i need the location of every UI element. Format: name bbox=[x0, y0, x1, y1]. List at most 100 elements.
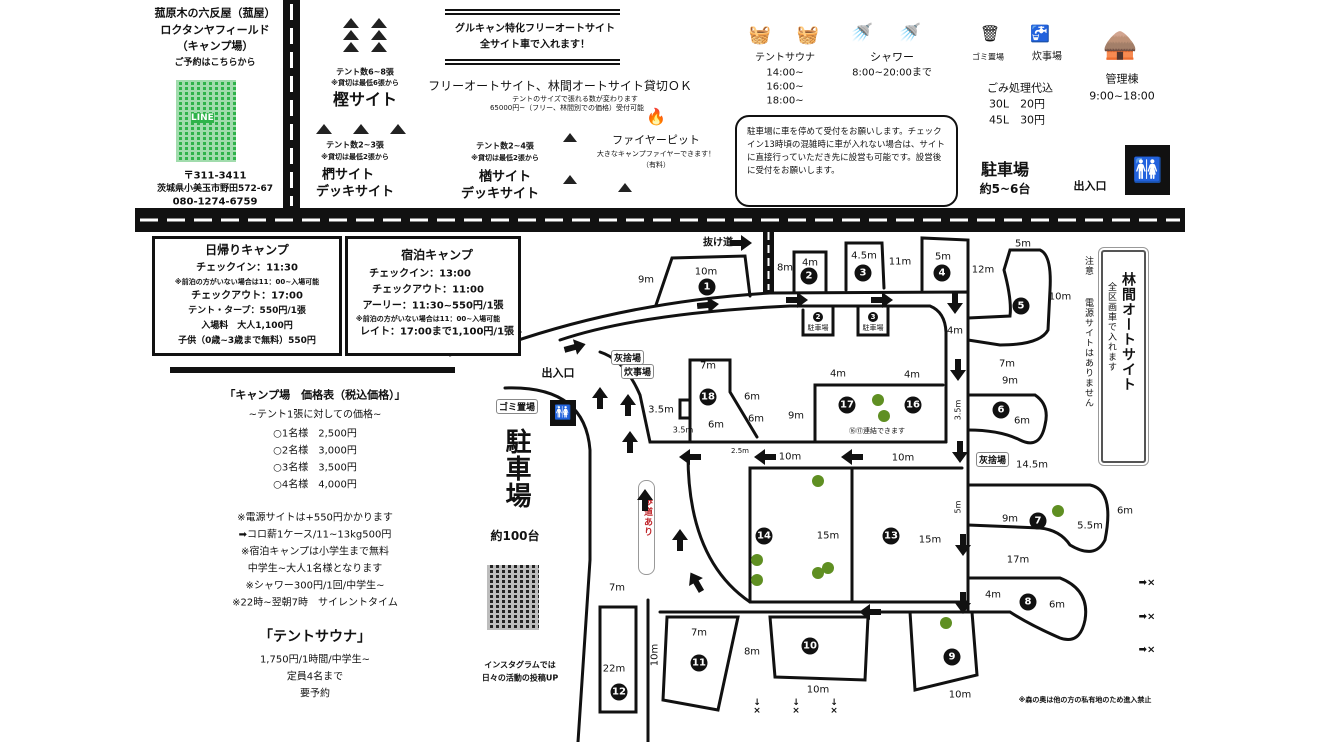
tree-icon bbox=[940, 617, 952, 629]
day-camp-title: 日帰りキャンプ bbox=[205, 243, 289, 258]
private-land-note: ※森の奥は他の方の私有地のため進入禁止 bbox=[1018, 695, 1152, 704]
site-number-16[interactable]: 16 bbox=[904, 396, 922, 414]
sauna-label: テントサウナ bbox=[755, 52, 815, 64]
dimension-label: 12m bbox=[971, 264, 995, 276]
shower-icon: 🚿 bbox=[898, 22, 922, 44]
direction-arrow-icon bbox=[679, 449, 701, 465]
dimension-label: 5.5m bbox=[1077, 520, 1103, 532]
site-number-13[interactable]: 13 bbox=[882, 527, 900, 545]
price-row: ○1名様 2,500円 bbox=[273, 428, 357, 440]
direction-arrow-icon bbox=[955, 534, 971, 556]
ash-disposal-tag: 灰捨場 bbox=[611, 350, 645, 365]
price-note: 中学生~大人1名様となります bbox=[247, 563, 383, 575]
dimension-label: 7m bbox=[690, 627, 708, 639]
dimension-label: 10m bbox=[694, 266, 718, 278]
price-note: ※シャワー300円/1回/中学生~ bbox=[245, 580, 385, 592]
no-entry-mark: ➡× bbox=[1138, 611, 1156, 623]
dimension-label: 5m bbox=[953, 500, 963, 514]
office-label: 管理棟 bbox=[1105, 72, 1139, 86]
site-number-6[interactable]: 6 bbox=[992, 401, 1010, 419]
site-number-4[interactable]: 4 bbox=[933, 264, 951, 282]
line-qr-code[interactable]: LINE bbox=[176, 80, 236, 162]
stay-note: ※前泊の方がいない場合は11：00~入場可能 bbox=[355, 314, 501, 323]
fire-pit-title: ファイヤーピット bbox=[612, 133, 700, 147]
fire-pit-paid: （有料） bbox=[642, 160, 670, 169]
direction-arrow-icon bbox=[947, 292, 963, 314]
kitchen-tag: 炊事場 bbox=[621, 364, 655, 379]
price-row: ○3名様 3,500円 bbox=[273, 462, 357, 474]
entrance-label: 出入口 bbox=[1073, 179, 1107, 193]
direction-arrow-icon bbox=[952, 441, 968, 463]
site-number-3[interactable]: 3 bbox=[854, 264, 872, 282]
garbage-fee-title: ごみ処理代込 bbox=[987, 81, 1053, 95]
dimension-label: 4m bbox=[801, 257, 819, 269]
small-parking-title: 駐車場 bbox=[980, 159, 1030, 179]
dimension-label: 6m bbox=[707, 419, 725, 431]
nara-deck: デッキサイト bbox=[460, 186, 540, 202]
direction-arrow-icon bbox=[955, 592, 971, 614]
tree-icon bbox=[751, 554, 763, 566]
dimension-label: 4m bbox=[984, 589, 1002, 601]
sauna-capacity: 定員4名まで bbox=[286, 671, 344, 683]
stay-camp-title: 宿泊キャンプ bbox=[401, 248, 473, 263]
direction-arrow-icon bbox=[672, 529, 688, 551]
banner-line: グルキャン特化フリーオートサイト bbox=[455, 23, 615, 35]
site-number-8[interactable]: 8 bbox=[1019, 593, 1037, 611]
site-number-9[interactable]: 9 bbox=[943, 648, 961, 666]
ash-disposal-tag: 灰捨場 bbox=[976, 452, 1010, 467]
direction-arrow-icon bbox=[871, 292, 893, 308]
road-horizontal bbox=[135, 208, 1185, 292]
restroom-icon: 🚻 bbox=[1125, 145, 1170, 195]
trash-label: ゴミ置場 bbox=[972, 52, 1004, 62]
no-entry-mark: ➡× bbox=[1138, 577, 1156, 589]
direction-arrow-icon bbox=[786, 292, 808, 308]
kashi-site-name: 樫サイト bbox=[332, 89, 398, 109]
shortcut-label: 抜け道 bbox=[703, 237, 733, 249]
kitchen-label: 炊事場 bbox=[1032, 51, 1062, 63]
site-number-1[interactable]: 1 bbox=[698, 278, 716, 296]
no-entry-mark: ↓× bbox=[830, 697, 838, 716]
trash-icon: 🗑 bbox=[979, 23, 1001, 43]
sauna-time: 16:00~ bbox=[766, 81, 804, 93]
dimension-label: 22m bbox=[602, 663, 626, 675]
dimension-label: 8m bbox=[743, 646, 761, 658]
garbage-fee-row: 30L 20円 bbox=[988, 97, 1046, 111]
site-parking-label: 駐車場 bbox=[862, 323, 884, 332]
shower-icon: 🚿 bbox=[850, 22, 874, 44]
price-note: ※宿泊キャンプは小学生まで無料 bbox=[240, 546, 390, 558]
site-number-11[interactable]: 11 bbox=[690, 654, 708, 672]
direction-arrow-icon bbox=[562, 336, 587, 357]
price-note: ※22時~翌朝7時 サイレントタイム bbox=[232, 597, 398, 609]
kunugi-min: ※貸切は最低2張から bbox=[321, 152, 389, 161]
site-number-18[interactable]: 18 bbox=[699, 388, 717, 406]
double-lines bbox=[445, 9, 620, 65]
site-number-10[interactable]: 10 bbox=[801, 637, 819, 655]
price-note: ➡コロ薪1ケース/11~13kg500円 bbox=[238, 529, 392, 541]
site-number-7[interactable]: 7 bbox=[1029, 512, 1047, 530]
site-number-12[interactable]: 12 bbox=[610, 683, 628, 701]
dimension-label: 9m bbox=[1001, 375, 1019, 387]
direction-arrow-icon bbox=[841, 449, 863, 465]
garbage-fee-row: 45L 30円 bbox=[988, 113, 1046, 127]
shower-time: 8:00~20:00まで bbox=[852, 67, 932, 79]
sauna-price-title: 「テントサウナ」 bbox=[259, 628, 371, 645]
site-parking-number: 2 bbox=[813, 312, 823, 322]
instagram-qr-code[interactable] bbox=[487, 565, 539, 630]
day-checkin: チェックイン：11:30 bbox=[196, 262, 298, 274]
direction-arrow-icon bbox=[859, 604, 881, 620]
site-number-14[interactable]: 14 bbox=[755, 527, 773, 545]
free-site-title: フリーオートサイト、林間オートサイト貸切ＯＫ bbox=[428, 79, 692, 94]
dimension-label: 4m bbox=[829, 368, 847, 380]
direction-arrow-icon bbox=[620, 394, 636, 416]
site-number-17[interactable]: 17 bbox=[838, 396, 856, 414]
stay-checkin: チェックイン：13:00 bbox=[369, 268, 471, 280]
price-note: ※電源サイトは+550円かかります bbox=[237, 512, 393, 524]
rinkan-sign bbox=[1098, 247, 1149, 466]
dimension-label: 8m bbox=[776, 262, 794, 274]
direction-arrow-icon bbox=[730, 235, 752, 251]
banner-line: 全サイト車で入れます！ bbox=[480, 39, 590, 51]
site-number-2[interactable]: 2 bbox=[800, 267, 818, 285]
dimension-label: 17m bbox=[1006, 554, 1030, 566]
site-number-5[interactable]: 5 bbox=[1012, 297, 1030, 315]
shower-label: シャワー bbox=[870, 50, 914, 64]
